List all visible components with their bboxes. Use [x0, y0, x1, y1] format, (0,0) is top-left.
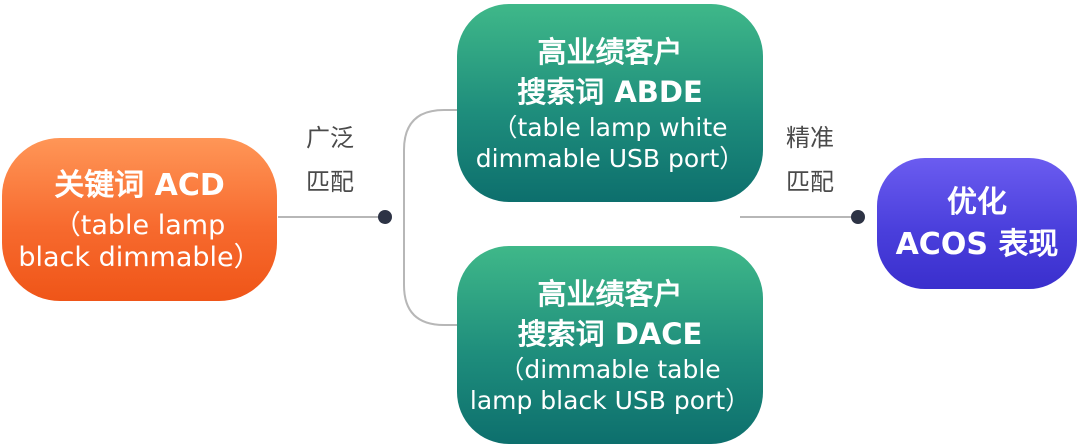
optimize-title-line2: ACOS 表现 — [895, 226, 1059, 262]
target-top-title-line1: 高业绩客户 — [537, 35, 683, 69]
keyword-sub-line1: （table lamp — [53, 209, 226, 241]
target-bottom-sub-line1: （dimmable table — [499, 355, 721, 384]
edge-broad-line2: 匹配 — [306, 168, 354, 196]
junction-dot-right — [851, 210, 865, 224]
junction-dot-left — [378, 210, 392, 224]
edge-label-broad-match: 广泛 匹配 — [295, 116, 365, 204]
keyword-title: 关键词 ACD — [54, 167, 225, 203]
target-node-top: 高业绩客户 搜索词 ABDE （table lamp white dimmabl… — [457, 4, 763, 202]
target-bottom-sub-line2: lamp black USB port） — [469, 386, 751, 415]
optimize-title-line1: 优化 — [947, 184, 1007, 220]
edge-broad-line1: 广泛 — [306, 124, 354, 152]
edge-exact-line2: 匹配 — [786, 168, 834, 196]
optimize-node: 优化 ACOS 表现 — [877, 158, 1077, 289]
connector-branch-down — [403, 217, 458, 326]
target-bottom-title-line2: 搜索词 DACE — [517, 317, 703, 351]
target-top-sub-line1: （table lamp white — [492, 113, 728, 142]
target-top-title-line2: 搜索词 ABDE — [517, 75, 703, 109]
target-bottom-title-line1: 高业绩客户 — [537, 277, 683, 311]
connector-branch-up — [403, 109, 458, 217]
keyword-sub-line2: black dimmable） — [18, 241, 261, 273]
keyword-node: 关键词 ACD （table lamp black dimmable） — [2, 138, 277, 301]
edge-label-exact-match: 精准 匹配 — [775, 116, 845, 204]
target-node-bottom: 高业绩客户 搜索词 DACE （dimmable table lamp blac… — [457, 246, 763, 444]
edge-exact-line1: 精准 — [786, 124, 834, 152]
target-top-sub-line2: dimmable USB port） — [475, 144, 745, 173]
